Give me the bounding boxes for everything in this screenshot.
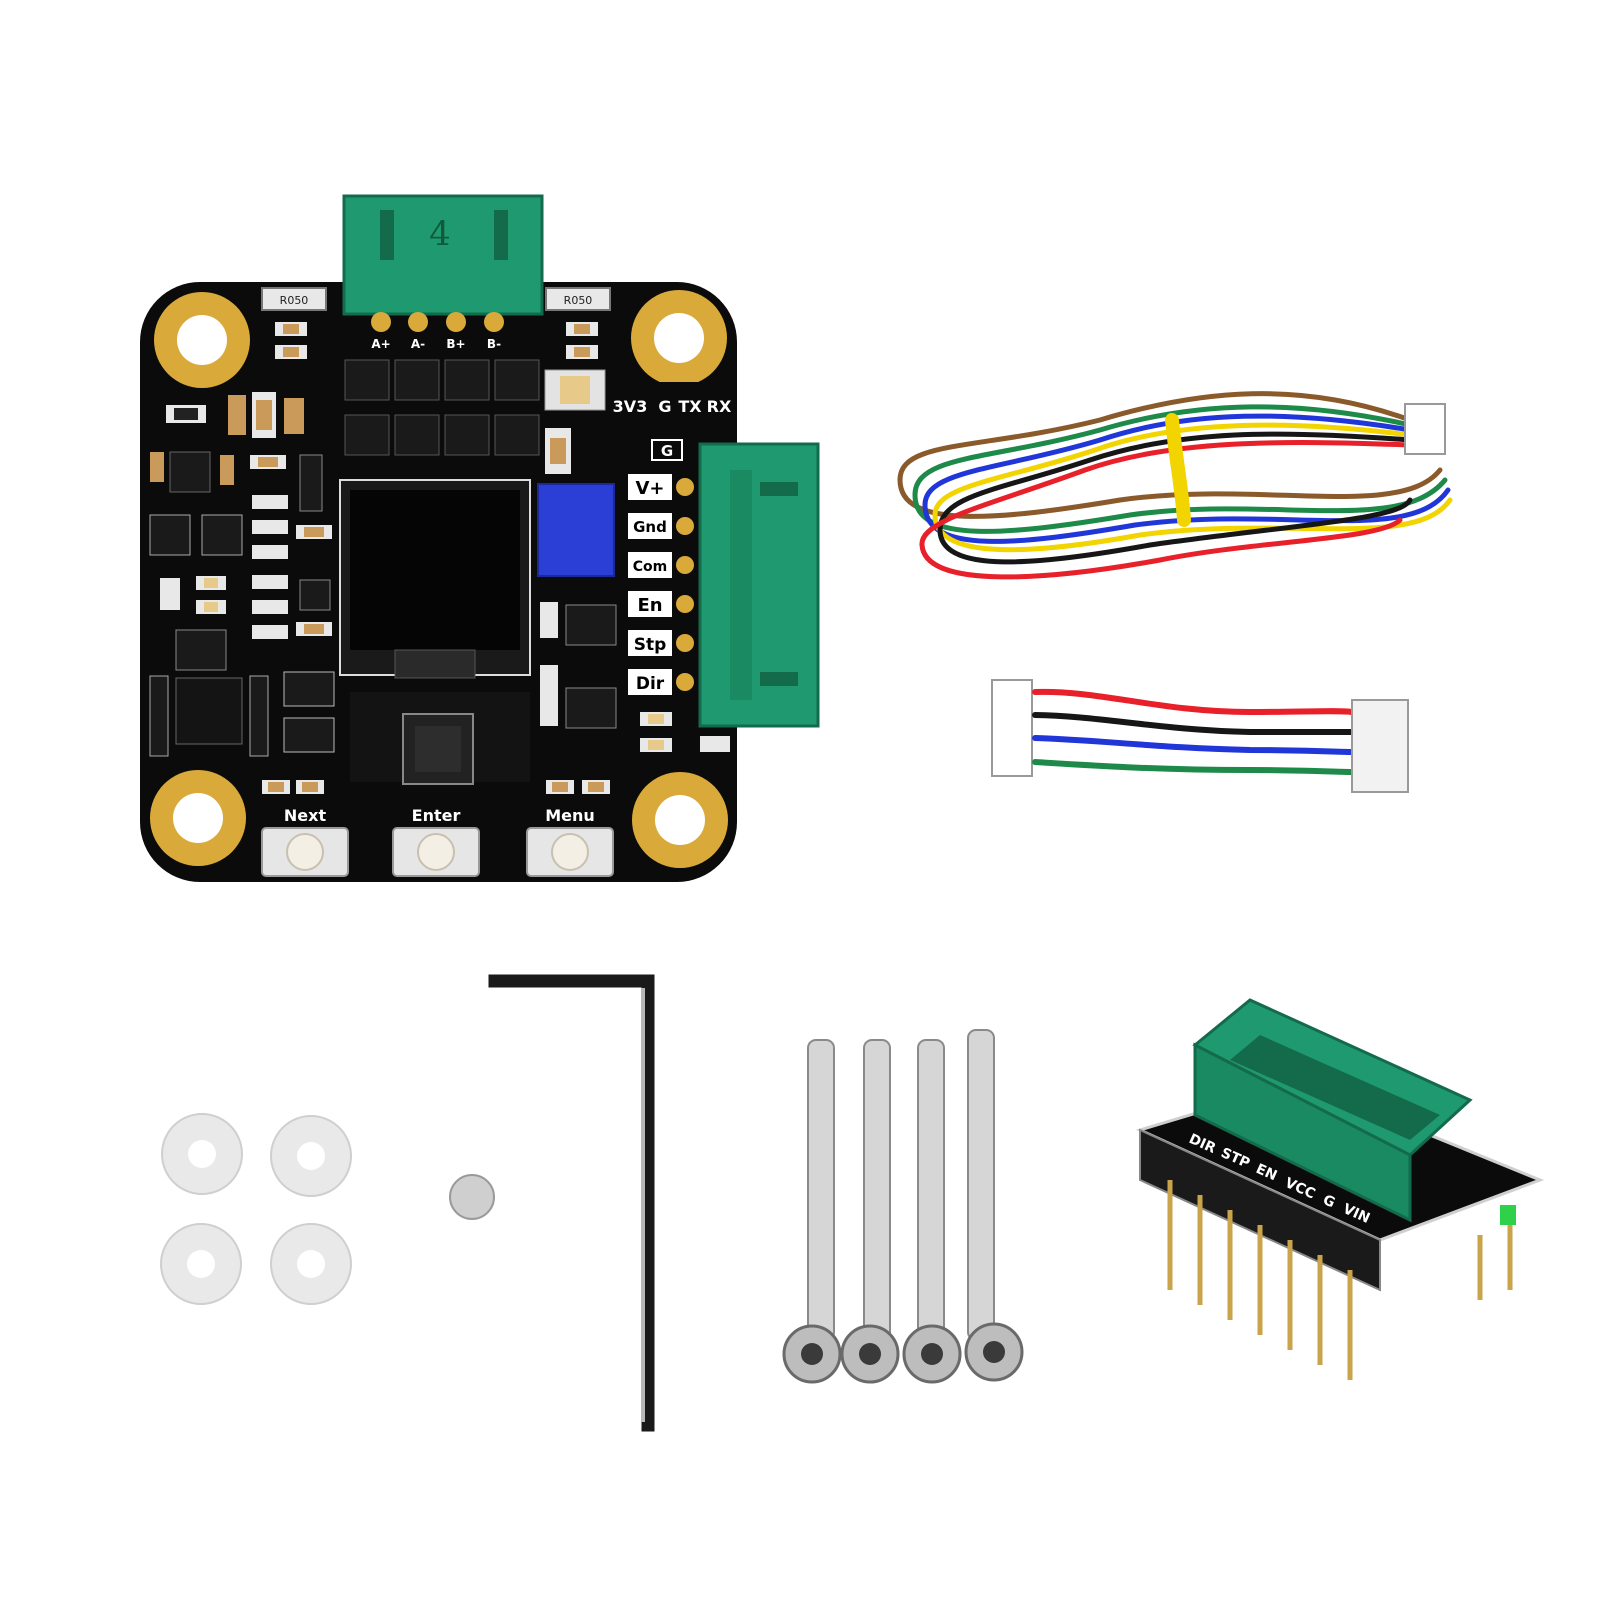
cable-connector <box>1351 699 1409 793</box>
serial-header: 3V3 G TX RX <box>613 382 736 430</box>
washers <box>160 1113 352 1305</box>
microcontroller <box>350 692 530 785</box>
enter-button[interactable]: Enter <box>392 806 480 877</box>
serial-pin-label: RX <box>707 397 732 416</box>
driver-board: 4 A+ A- B+ B- R050 R050 <box>140 194 820 882</box>
motor-pin-label: B+ <box>446 337 465 351</box>
io-label: En <box>637 595 662 616</box>
menu-button[interactable]: Menu <box>526 806 614 877</box>
cable-connector <box>1404 403 1446 455</box>
ground-label: G <box>661 442 673 460</box>
shunt-resistor-left: R050 <box>261 287 327 311</box>
motor-pin-label: B- <box>487 337 501 351</box>
mounting-hole-bottom-left <box>150 770 246 866</box>
motor-pin-pads <box>371 312 504 332</box>
resistor-label: R050 <box>280 294 309 307</box>
motor-pin-label: A+ <box>371 337 390 351</box>
adapter-pin-label: EN <box>1253 1161 1279 1184</box>
mosfet-row <box>344 359 540 456</box>
long-cable <box>897 391 1453 580</box>
passive-components <box>149 322 730 794</box>
next-button[interactable]: Next <box>261 806 349 877</box>
potentiometer <box>537 483 615 577</box>
io-label: Gnd <box>633 518 667 536</box>
io-pin-pads <box>676 478 694 691</box>
io-label: V+ <box>635 478 664 499</box>
motor-connector-number: 4 <box>429 214 451 254</box>
screws <box>782 1029 1024 1384</box>
shunt-resistor-right: R050 <box>545 287 611 311</box>
io-label: Com <box>633 559 667 575</box>
short-cable <box>991 679 1409 793</box>
button-label: Menu <box>545 806 595 825</box>
motor-connector: 4 <box>342 194 544 316</box>
adapter-connector <box>1192 998 1473 1223</box>
motor-pin-labels: A+ A- B+ B- <box>371 337 501 351</box>
button-label: Enter <box>412 806 461 825</box>
resistor-label: R050 <box>564 294 593 307</box>
cable-connector <box>991 679 1033 777</box>
magnet <box>449 1174 495 1220</box>
adapter-board: DIR STP EN VCC G VIN <box>1135 998 1545 1380</box>
serial-pin-label: 3V3 <box>613 397 648 416</box>
serial-pin-label: TX <box>678 397 702 416</box>
adapter-led <box>1500 1205 1516 1225</box>
mounting-hole-top-left <box>154 292 250 388</box>
io-connector <box>698 442 820 728</box>
adapter-header-pins <box>1167 1180 1513 1380</box>
io-labels: V+ Gnd Com En Stp Dir <box>628 474 672 695</box>
io-label: Stp <box>634 635 667 655</box>
mounting-hole-top-right <box>631 290 727 386</box>
io-label: Dir <box>636 674 665 694</box>
ground-label-box: G <box>651 439 683 461</box>
button-label: Next <box>284 806 327 825</box>
oled-display <box>339 479 531 679</box>
mounting-hole-bottom-right <box>632 772 728 868</box>
hex-key <box>488 974 655 1432</box>
motor-pin-label: A- <box>411 337 425 351</box>
serial-pin-label: G <box>658 397 671 416</box>
